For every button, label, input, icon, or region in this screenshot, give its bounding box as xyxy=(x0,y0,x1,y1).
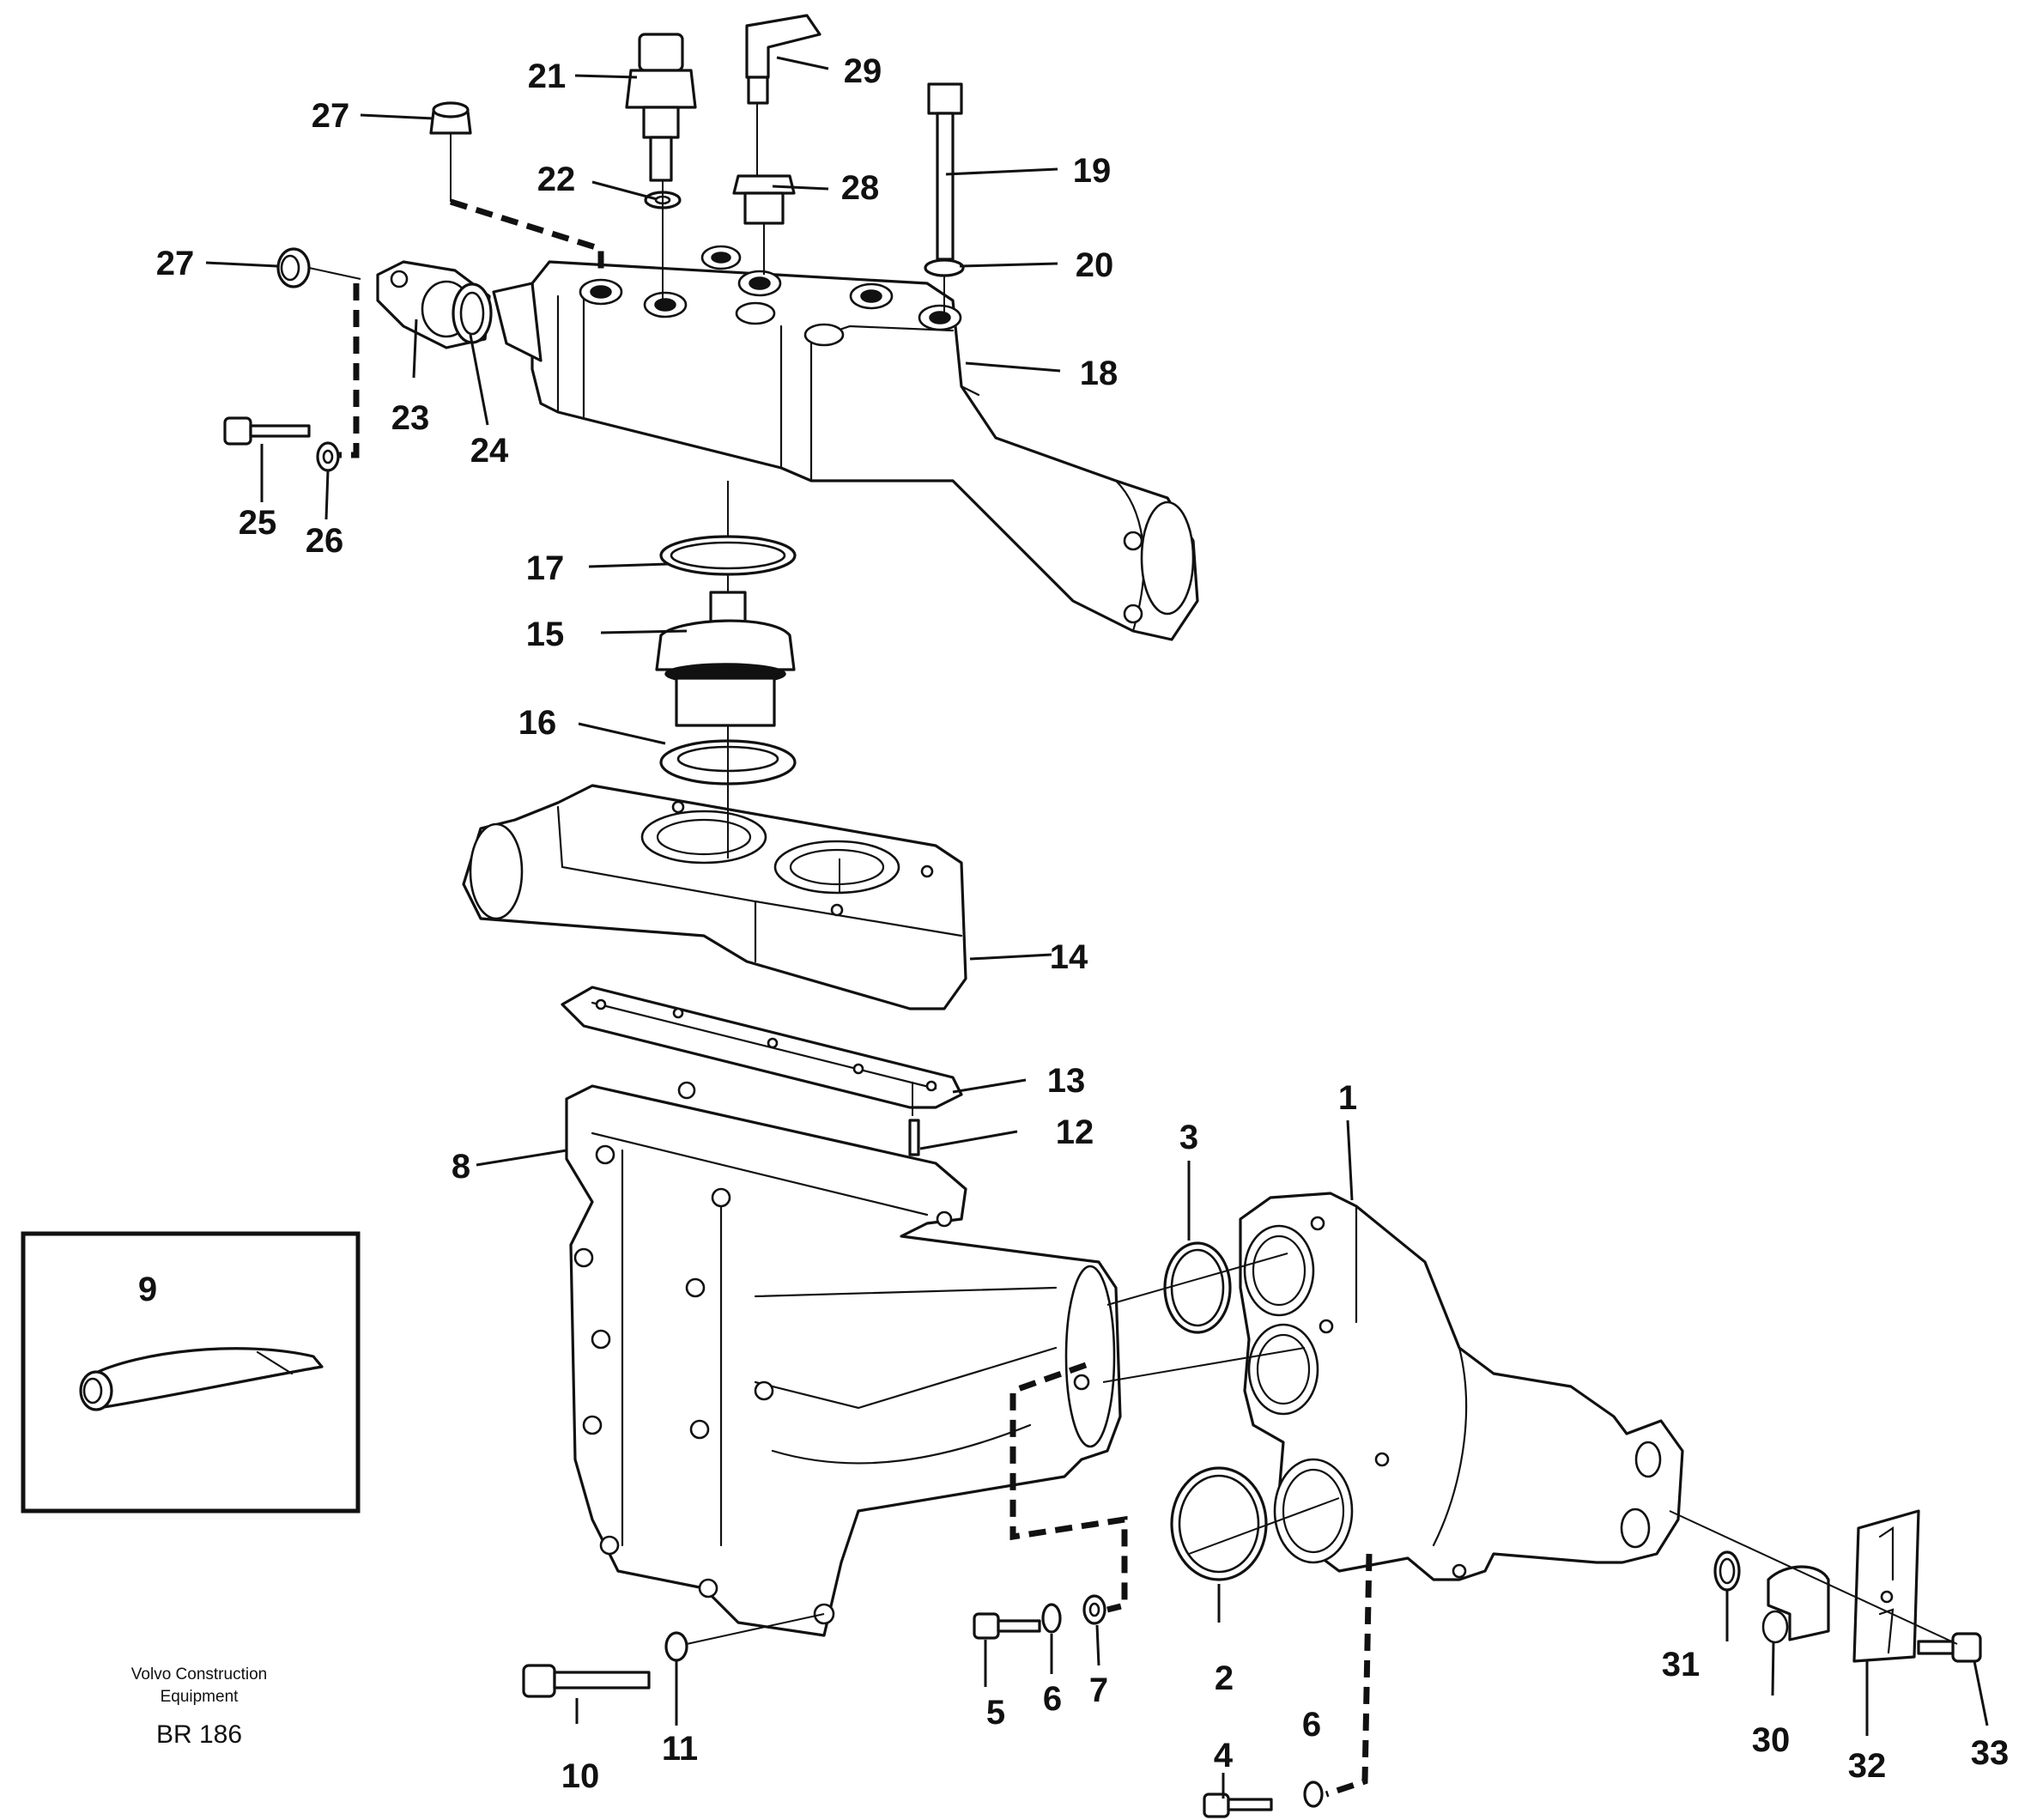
assembly-axis-lines xyxy=(308,103,1958,1645)
callout-22: 22 xyxy=(537,161,576,198)
callout-11: 11 xyxy=(662,1730,698,1768)
part-21-temperature-sender xyxy=(625,33,697,182)
callout-7: 7 xyxy=(1089,1671,1108,1709)
callout-10: 10 xyxy=(561,1757,600,1795)
callout-28: 28 xyxy=(841,169,880,207)
brand-line-2: Equipment xyxy=(161,1688,239,1706)
part-10-bolt xyxy=(522,1664,651,1698)
part-25-screw xyxy=(223,416,311,446)
callout-16: 16 xyxy=(518,704,557,742)
drawing-code: BR 186 xyxy=(156,1720,242,1749)
part-14-thermostat-housing xyxy=(462,784,967,1010)
callout-24: 24 xyxy=(470,432,509,470)
callout-25: 25 xyxy=(239,504,277,542)
callout-31: 31 xyxy=(1662,1646,1700,1684)
callout-6-upper: 6 xyxy=(1043,1680,1062,1718)
callout-labels: 1 2 3 4 5 6 6 7 8 9 10 11 12 13 14 15 16… xyxy=(138,52,2009,1795)
part-30-elbow xyxy=(1761,1565,1830,1644)
callout-29: 29 xyxy=(844,52,882,90)
callout-18: 18 xyxy=(1080,355,1118,392)
callout-19: 19 xyxy=(1073,152,1112,190)
callout-9: 9 xyxy=(138,1271,157,1308)
part-6-washer-lower xyxy=(1303,1781,1324,1808)
dashed-relationship-lines xyxy=(339,198,1373,1798)
callout-30: 30 xyxy=(1752,1721,1791,1759)
callout-17: 17 xyxy=(526,549,565,587)
part-5-screw xyxy=(973,1612,1041,1640)
callout-21: 21 xyxy=(528,58,567,95)
part-32-bracket-plate xyxy=(1852,1509,1920,1663)
callout-27-top: 27 xyxy=(312,97,350,135)
callout-14: 14 xyxy=(1050,938,1088,976)
part-17-seal-ring xyxy=(659,535,797,576)
part-24-o-ring xyxy=(452,282,493,344)
part-18-outlet-manifold xyxy=(492,245,1199,641)
part-27-plug-side xyxy=(276,247,311,288)
title-block: Volvo Construction Equipment BR 186 xyxy=(131,1665,267,1749)
part-1-coolant-pipe xyxy=(1239,1192,1684,1581)
callout-6-lower: 6 xyxy=(1302,1706,1321,1744)
part-6-washer-upper xyxy=(1041,1603,1062,1634)
part-29-elbow-fitting xyxy=(745,14,821,105)
callout-5: 5 xyxy=(986,1694,1005,1732)
callout-26: 26 xyxy=(306,522,344,560)
callout-2: 2 xyxy=(1215,1659,1234,1697)
callout-33: 33 xyxy=(1971,1734,2010,1772)
callout-13: 13 xyxy=(1047,1062,1086,1100)
part-2-o-ring xyxy=(1170,1466,1268,1581)
part-26-washer xyxy=(316,441,340,472)
part-8-coolant-housing xyxy=(565,1081,1122,1637)
callout-20: 20 xyxy=(1076,246,1114,284)
callout-3: 3 xyxy=(1179,1119,1198,1156)
part-3-o-ring xyxy=(1163,1241,1232,1334)
callout-8: 8 xyxy=(452,1148,470,1186)
part-15-thermostat xyxy=(655,591,796,727)
inset-box-part-9 xyxy=(21,1231,361,1514)
part-12-pin xyxy=(908,1119,920,1156)
part-28-adapter xyxy=(732,174,796,225)
part-19-bolt xyxy=(927,82,963,261)
callout-4: 4 xyxy=(1214,1737,1234,1774)
callout-27-side: 27 xyxy=(156,245,195,282)
callout-15: 15 xyxy=(526,616,565,653)
callout-1: 1 xyxy=(1338,1079,1357,1117)
part-11-washer xyxy=(664,1631,688,1662)
callout-12: 12 xyxy=(1056,1113,1094,1151)
callout-32: 32 xyxy=(1848,1747,1887,1785)
part-27-plug-top xyxy=(429,101,472,135)
part-20-washer xyxy=(924,258,965,277)
callout-leaders xyxy=(146,56,1989,1799)
part-33-screw xyxy=(1917,1632,1982,1663)
callout-23: 23 xyxy=(391,399,430,437)
part-7-washer xyxy=(1082,1594,1106,1625)
part-13-gasket xyxy=(561,986,963,1109)
part-31-o-ring xyxy=(1713,1550,1741,1592)
part-4-screw xyxy=(1203,1793,1273,1818)
brand-line-1: Volvo Construction xyxy=(131,1665,267,1684)
